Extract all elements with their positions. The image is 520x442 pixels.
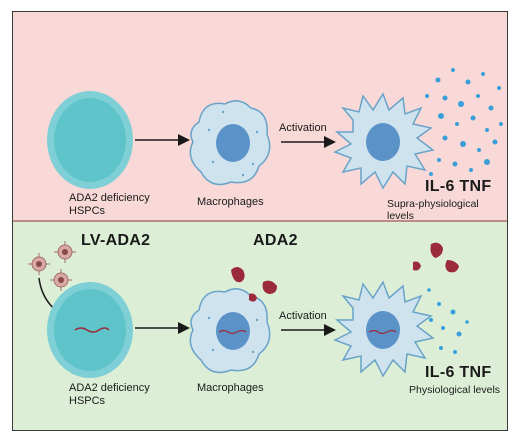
panel-divider	[13, 220, 507, 222]
level-label-bottom: Physiological levels	[409, 384, 501, 396]
activated-macrophage-bottom	[333, 280, 435, 378]
hspc-cell-top	[47, 91, 133, 189]
figure-frame: ADA2 deficiency HSPCs Macrophages Activa…	[12, 11, 508, 431]
hspc-label-bottom-line1: ADA2 deficiency	[69, 382, 150, 394]
macrophage-cell-top	[189, 100, 271, 186]
ada2-protein-label: ADA2	[253, 232, 298, 249]
lv-ada2-label: LV-ADA2	[81, 232, 151, 249]
diagram-canvas	[28, 68, 503, 378]
macrophage-cell-bottom	[189, 288, 271, 374]
hspc-label-bottom: ADA2 deficiency HSPCs	[69, 382, 150, 408]
macrophage-label-bottom: Macrophages	[197, 382, 264, 394]
activation-label-top: Activation	[279, 122, 327, 134]
hspc-cell-bottom	[47, 282, 133, 378]
activated-macrophage-top	[333, 92, 435, 190]
hspc-label-bottom-line2: HSPCs	[69, 395, 106, 407]
cytokine-dots-bottom	[427, 288, 469, 354]
level-label-top: Supra-physiological levels	[387, 198, 479, 222]
ada2-protein-blobs-right	[413, 242, 459, 273]
ada2-protein-blobs	[231, 267, 277, 302]
cytokine-dots-top	[425, 68, 503, 176]
hspc-label-top-line1: ADA2 deficiency	[69, 192, 150, 204]
cytokine-label-bottom: IL-6 TNF	[425, 364, 492, 381]
macrophage-label-top: Macrophages	[197, 196, 264, 208]
hspc-label-top: ADA2 deficiency HSPCs	[69, 192, 150, 218]
lentivirus-particles	[28, 241, 76, 291]
activation-label-bottom: Activation	[279, 310, 327, 322]
cytokine-label-top: IL-6 TNF	[425, 178, 492, 195]
hspc-label-top-line2: HSPCs	[69, 205, 106, 217]
